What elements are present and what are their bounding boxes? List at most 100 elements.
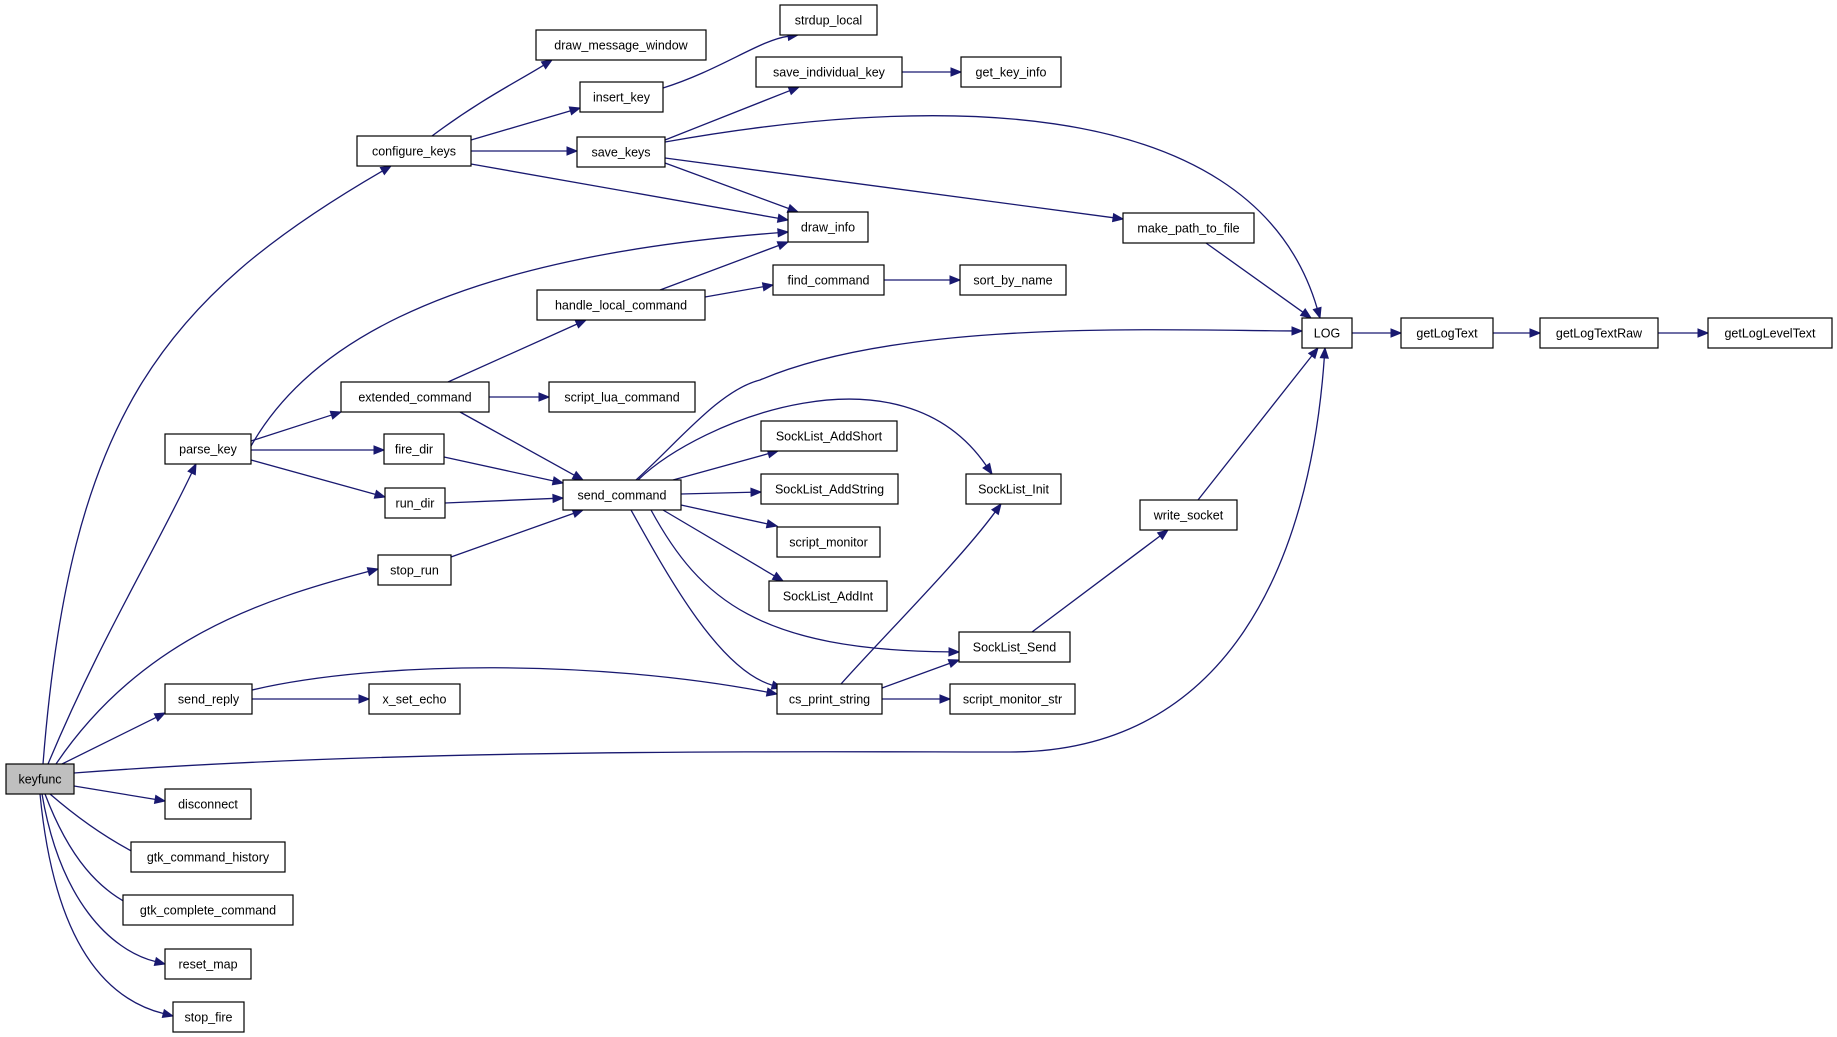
node-sort_by_name[interactable]: sort_by_name bbox=[959, 264, 1067, 296]
arrowhead-icon bbox=[187, 462, 197, 476]
edge-line bbox=[680, 504, 768, 525]
node-getLogTextRaw[interactable]: getLogTextRaw bbox=[1539, 317, 1659, 349]
node-find_command[interactable]: find_command bbox=[772, 264, 885, 296]
node-handle_local_command[interactable]: handle_local_command bbox=[536, 289, 706, 321]
arrowhead-icon bbox=[765, 687, 779, 697]
node-fire_dir[interactable]: fire_dir bbox=[383, 433, 445, 465]
node-box bbox=[760, 473, 899, 505]
node-SockList_Send[interactable]: SockList_Send bbox=[958, 631, 1071, 663]
node-send_command[interactable]: send_command bbox=[562, 479, 682, 511]
node-label: get_key_info bbox=[976, 66, 1047, 80]
node-insert_key[interactable]: insert_key bbox=[579, 81, 664, 113]
edge-getLogText-to-getLogTextRaw bbox=[1493, 328, 1542, 338]
node-box bbox=[960, 56, 1062, 88]
edges-layer bbox=[39, 31, 1710, 1019]
node-run_dir[interactable]: run_dir bbox=[384, 487, 446, 519]
arrowhead-icon bbox=[771, 571, 785, 582]
node-box bbox=[1139, 499, 1238, 531]
node-reset_map[interactable]: reset_map bbox=[164, 948, 252, 980]
edge-configure_keys-to-draw_message_window bbox=[431, 59, 554, 137]
node-label: LOG bbox=[1314, 327, 1340, 341]
node-LOG[interactable]: LOG bbox=[1301, 317, 1353, 349]
edge-LOG-to-getLogText bbox=[1352, 328, 1403, 338]
node-write_socket[interactable]: write_socket bbox=[1139, 499, 1238, 531]
edge-line bbox=[1197, 355, 1313, 501]
node-box bbox=[368, 683, 461, 715]
node-stop_run[interactable]: stop_run bbox=[377, 554, 452, 586]
edge-line bbox=[39, 793, 164, 1015]
edge-line bbox=[55, 570, 369, 765]
edge-line bbox=[44, 793, 133, 907]
node-keyfunc[interactable]: keyfunc bbox=[5, 763, 75, 795]
arrowhead-icon bbox=[982, 462, 993, 476]
node-get_key_info[interactable]: get_key_info bbox=[960, 56, 1062, 88]
node-gtk_complete_command[interactable]: gtk_complete_command bbox=[122, 894, 294, 926]
edge-line bbox=[41, 793, 156, 963]
edge-keyfunc-to-send_reply bbox=[61, 712, 167, 765]
edge-keyfunc-to-gtk_complete_command bbox=[44, 793, 143, 911]
edge-line bbox=[672, 453, 769, 481]
edge-line bbox=[650, 509, 950, 653]
node-box bbox=[535, 29, 707, 61]
edge-find_command-to-sort_by_name bbox=[884, 275, 962, 285]
node-box bbox=[768, 580, 888, 612]
node-configure_keys[interactable]: configure_keys bbox=[356, 135, 472, 167]
arrowhead-icon bbox=[551, 476, 565, 486]
node-label: draw_message_window bbox=[554, 39, 688, 53]
node-make_path_to_file[interactable]: make_path_to_file bbox=[1122, 212, 1255, 244]
node-script_monitor_str[interactable]: script_monitor_str bbox=[949, 683, 1076, 715]
edge-line bbox=[73, 785, 156, 801]
node-label: x_set_echo bbox=[383, 693, 447, 707]
edge-handle_local_command-to-find_command bbox=[704, 282, 775, 298]
node-getLogText[interactable]: getLogText bbox=[1400, 317, 1494, 349]
node-box bbox=[1301, 317, 1353, 349]
arrowhead-icon bbox=[566, 146, 579, 156]
edge-line bbox=[630, 509, 773, 686]
arrowhead-icon bbox=[574, 319, 588, 329]
edge-configure_keys-to-draw_info bbox=[470, 163, 790, 223]
arrowhead-icon bbox=[761, 282, 775, 292]
node-SockList_AddString[interactable]: SockList_AddString bbox=[760, 473, 899, 505]
edge-send_command-to-SockList_Send bbox=[650, 509, 961, 657]
arrowhead-icon bbox=[329, 410, 343, 420]
node-box bbox=[562, 479, 682, 511]
node-box bbox=[377, 554, 452, 586]
node-label: strdup_local bbox=[795, 14, 862, 28]
node-stop_fire[interactable]: stop_fire bbox=[172, 1001, 245, 1033]
edge-line bbox=[635, 329, 1293, 481]
node-SockList_AddShort[interactable]: SockList_AddShort bbox=[760, 420, 898, 452]
node-save_keys[interactable]: save_keys bbox=[576, 136, 666, 168]
node-getLogLevelText[interactable]: getLogLevelText bbox=[1707, 317, 1833, 349]
node-label: save_individual_key bbox=[773, 66, 886, 80]
node-label: script_monitor_str bbox=[963, 693, 1062, 707]
node-save_individual_key[interactable]: save_individual_key bbox=[755, 56, 903, 88]
node-label: cs_print_string bbox=[789, 693, 870, 707]
node-label: save_keys bbox=[591, 146, 650, 160]
node-parse_key[interactable]: parse_key bbox=[164, 433, 252, 465]
node-x_set_echo[interactable]: x_set_echo bbox=[368, 683, 461, 715]
node-draw_message_window[interactable]: draw_message_window bbox=[535, 29, 707, 61]
node-extended_command[interactable]: extended_command bbox=[340, 381, 490, 413]
node-box bbox=[965, 473, 1062, 505]
edge-configure_keys-to-save_keys bbox=[471, 146, 579, 156]
arrowhead-icon bbox=[948, 647, 961, 657]
node-label: SockList_Init bbox=[978, 483, 1049, 497]
arrowhead-icon bbox=[1312, 306, 1322, 320]
edge-line bbox=[704, 286, 764, 298]
arrowhead-icon bbox=[366, 567, 380, 577]
node-script_lua_command[interactable]: script_lua_command bbox=[548, 381, 696, 413]
node-send_reply[interactable]: send_reply bbox=[164, 683, 253, 715]
node-gtk_command_history[interactable]: gtk_command_history bbox=[130, 841, 286, 873]
node-box bbox=[772, 264, 885, 296]
node-SockList_AddInt[interactable]: SockList_AddInt bbox=[768, 580, 888, 612]
arrowhead-icon bbox=[1299, 308, 1313, 319]
node-draw_info[interactable]: draw_info bbox=[787, 211, 869, 243]
node-strdup_local[interactable]: strdup_local bbox=[779, 4, 878, 36]
node-script_monitor[interactable]: script_monitor bbox=[776, 526, 881, 558]
node-box bbox=[787, 211, 869, 243]
node-SockList_Init[interactable]: SockList_Init bbox=[965, 473, 1062, 505]
node-box bbox=[340, 381, 490, 413]
node-disconnect[interactable]: disconnect bbox=[164, 788, 252, 820]
node-cs_print_string[interactable]: cs_print_string bbox=[776, 683, 883, 715]
arrowhead-icon bbox=[373, 489, 387, 499]
